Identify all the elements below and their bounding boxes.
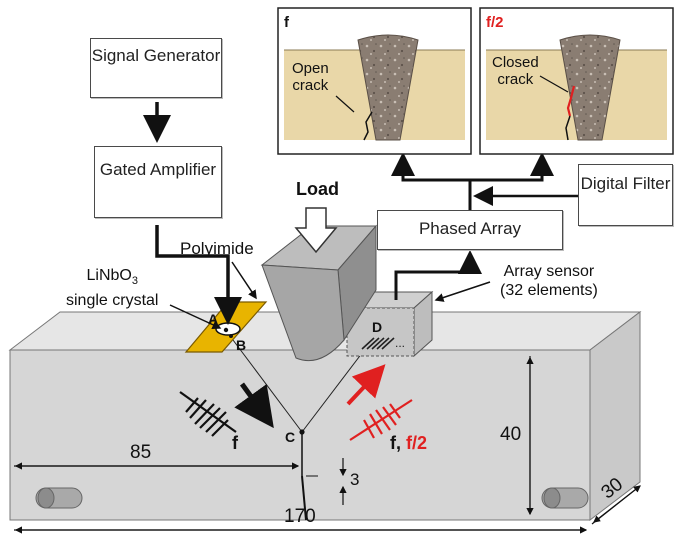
inset-closed-crack-label: Closed crack: [492, 54, 539, 88]
pointer-array-sensor: [434, 281, 491, 302]
digital-filter-label: Digital Filter: [580, 174, 671, 193]
flow-arrow-to-inset-f: [391, 152, 470, 182]
point-c-label: C: [285, 429, 296, 445]
beam-front-face: [9, 349, 591, 521]
inset-f-title: f: [284, 14, 289, 31]
point-b-label: B: [236, 337, 247, 353]
point-c-dot: [299, 429, 305, 435]
polyimide-label: Polyimide: [180, 239, 254, 258]
dimension-3-label: 3: [350, 470, 360, 489]
linbo3-label: LiNbO3 single crystal: [66, 267, 159, 310]
reflected-wave-icon: [349, 399, 413, 441]
reflected-direction-arrow: [346, 364, 386, 406]
phased-array-label: Phased Array: [418, 219, 522, 238]
pointer-linbo3: [169, 304, 222, 329]
notch-crack: [301, 432, 318, 521]
pointer-polyimide: [231, 261, 257, 300]
gated-amplifier-box: Gated Amplifier: [94, 146, 222, 218]
incident-wave-icon: [179, 391, 237, 437]
wave-f-left-label: f: [232, 433, 238, 453]
point-a-label: A: [208, 311, 219, 327]
inset-closed-crack: [479, 7, 674, 155]
svg-text:...: ...: [395, 336, 405, 350]
flow-arrow-amplifier-to-transducer: [155, 225, 242, 325]
signal-generator-box: Signal Generator: [90, 38, 222, 98]
inset-open-crack: [277, 7, 472, 155]
flow-arrow-to-inset-f2: [470, 152, 554, 182]
signal-generator-label: Signal Generator: [91, 46, 221, 65]
load-label: Load: [296, 179, 339, 199]
load-arrow-icon: [294, 207, 338, 254]
array-sensor-label: Array sensor (32 elements): [500, 263, 598, 299]
dimension-40-label: 40: [500, 424, 522, 445]
flow-arrow-sensor-to-phased-array: [394, 250, 482, 300]
dimension-170-label: 170: [284, 506, 316, 527]
support-left: [35, 487, 83, 509]
incident-direction-arrow: [234, 382, 274, 429]
gated-amplifier-label: Gated Amplifier: [99, 160, 217, 179]
inset-f2-title: f/2: [486, 14, 504, 31]
specimen-beam: [8, 310, 642, 522]
point-d-label: D: [372, 319, 383, 335]
dimension-30: [591, 485, 641, 525]
wave-f-right-label: f, f/2: [390, 433, 428, 453]
dimension-85-label: 85: [130, 442, 152, 463]
phased-array-box: Phased Array: [377, 210, 563, 250]
support-right: [541, 487, 589, 509]
inset-open-crack-label: Open crack: [292, 60, 329, 94]
digital-filter-box: Digital Filter: [578, 164, 673, 226]
